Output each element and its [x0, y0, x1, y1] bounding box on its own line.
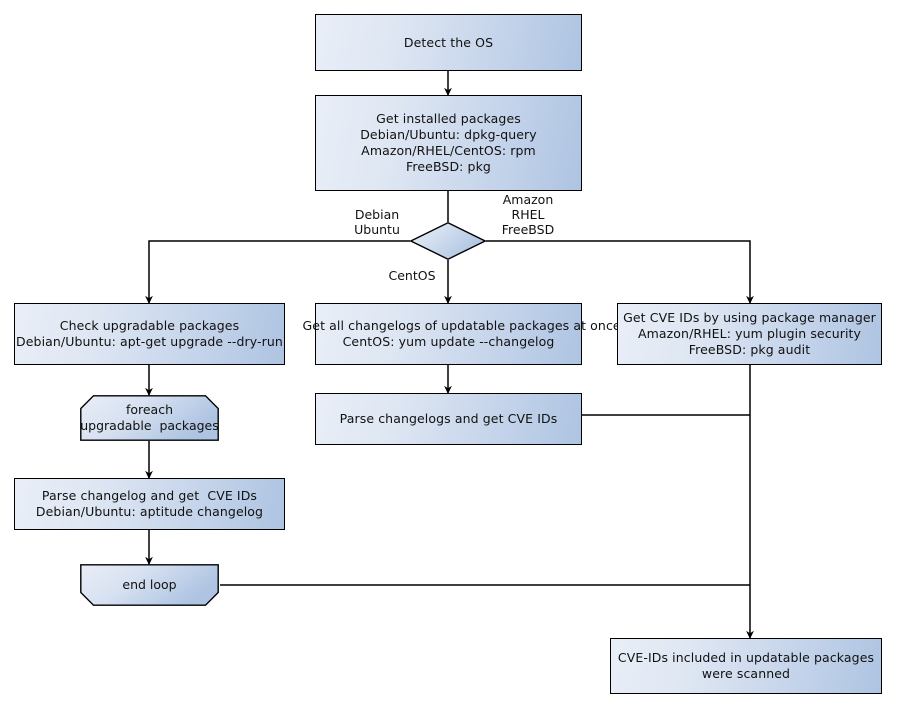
diamond-shape [409, 222, 487, 260]
edge-label-centos: CentOS [388, 268, 436, 283]
node-scanned-result[interactable]: CVE-IDs included in updatable packages w… [610, 638, 882, 694]
node-detect-os[interactable]: Detect the OS [315, 14, 582, 71]
node-get-cve-package-manager[interactable]: Get CVE IDs by using package manager Ama… [617, 303, 882, 365]
node-parse-changelogs-centos-label: Parse changelogs and get CVE IDs [339, 411, 558, 426]
edge-decision-to-rhel [486, 240, 754, 305]
edge-label-amazon-rhel-freebsd: Amazon RHEL FreeBSD [501, 192, 555, 237]
node-check-upgradable-packages[interactable]: Check upgradable packages Debian/Ubuntu:… [14, 303, 285, 365]
node-get-installed-packages[interactable]: Get installed packages Debian/Ubuntu: dp… [315, 95, 582, 191]
node-get-all-changelogs[interactable]: Get all changelogs of updatable packages… [303, 303, 621, 365]
node-parse-changelog-debian-label: Parse changelog and get CVE IDs Debian/U… [35, 488, 264, 519]
node-get-cve-package-manager-label: Get CVE IDs by using package manager Ama… [623, 310, 876, 357]
loop-end-shape [80, 564, 219, 606]
node-os-decision[interactable] [409, 222, 487, 260]
node-os-decision-label [410, 222, 486, 260]
edge-label-debian-ubuntu: Debian Ubuntu [354, 207, 400, 237]
node-end-loop-label: end loop [122, 577, 177, 592]
node-get-all-changelogs-label: Get all changelogs of updatable packages… [302, 318, 621, 349]
loop-start-shape [80, 395, 219, 441]
node-scanned-result-label: CVE-IDs included in updatable packages w… [617, 650, 875, 681]
node-foreach-upgradable-packages[interactable]: foreach upgradable packages [80, 395, 219, 441]
node-check-upgradable-packages-label: Check upgradable packages Debian/Ubuntu:… [16, 318, 283, 349]
edge-decision-to-debian [145, 240, 410, 305]
node-parse-changelogs-centos[interactable]: Parse changelogs and get CVE IDs [315, 393, 582, 445]
node-detect-os-label: Detect the OS [403, 34, 494, 50]
node-get-installed-packages-label: Get installed packages Debian/Ubuntu: dp… [360, 111, 537, 174]
node-parse-changelog-debian[interactable]: Parse changelog and get CVE IDs Debian/U… [14, 478, 285, 530]
node-foreach-label: foreach upgradable packages [80, 402, 219, 433]
node-end-loop[interactable]: end loop [80, 564, 219, 606]
